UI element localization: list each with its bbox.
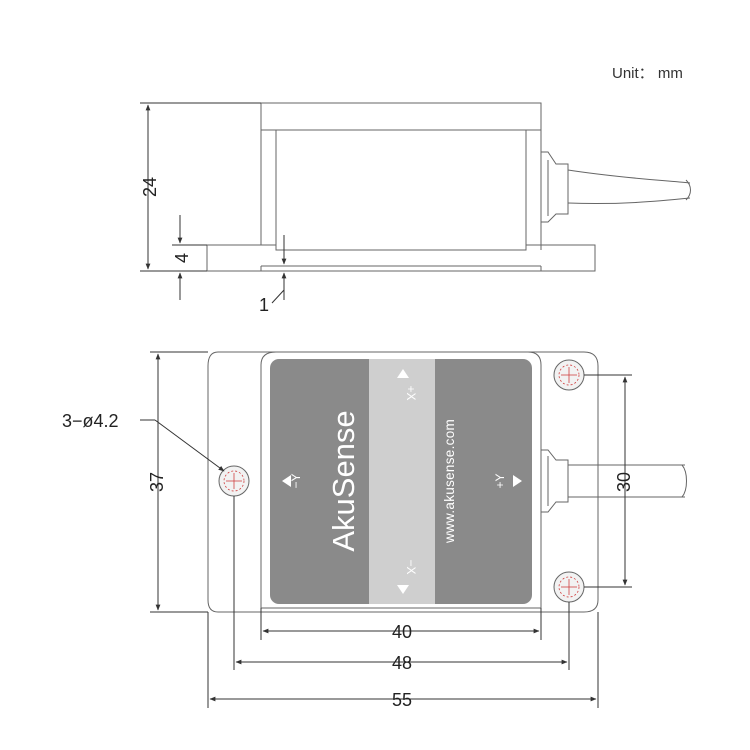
dim-height: 24: [140, 177, 160, 197]
side-base-plate: [206, 244, 596, 272]
dim-width-body: 37: [147, 472, 167, 492]
axis-minus-y: −Y: [289, 473, 303, 488]
arrow-down-icon: [397, 585, 409, 594]
dim-step: 1: [259, 295, 269, 315]
dim-overall-length: 55: [392, 690, 412, 710]
plus-x-indicator: +X: [397, 369, 418, 401]
plus-y-indicator: +Y: [493, 473, 522, 489]
top-view: AkuSense www.akusense.com +X −X −Y +Y: [62, 351, 687, 710]
arrow-up-icon: [397, 369, 409, 378]
arrow-left-icon: [282, 475, 291, 487]
website-url: www.akusense.com: [442, 419, 457, 544]
dim-hole-spacing-y: 30: [614, 472, 634, 492]
dim-hole-spec: 3−ø4.2: [62, 411, 119, 431]
axis-plus-x: +X: [404, 385, 418, 400]
base-plate: [207, 351, 599, 613]
dim-hole-spacing-x: 48: [392, 653, 412, 673]
mounting-hole-icon: [553, 571, 585, 603]
axis-minus-x: −X: [404, 559, 418, 574]
minus-y-indicator: −Y: [282, 473, 303, 489]
cable-icon: [541, 151, 691, 223]
dim-top-face: 40: [392, 622, 412, 642]
brand-name: AkuSense: [326, 410, 361, 551]
arrow-right-icon: [513, 475, 522, 487]
dim-base-thickness: 4: [172, 253, 192, 263]
minus-x-indicator: −X: [397, 559, 418, 594]
unit-label: Unit： mm: [612, 65, 683, 82]
label-center-band: [369, 359, 435, 604]
mounting-hole-icon: [553, 359, 585, 391]
axis-plus-y: +Y: [493, 473, 507, 488]
side-top-cap: [260, 102, 542, 131]
side-view: 24 4 1: [140, 102, 691, 315]
cable-icon: [541, 449, 687, 513]
